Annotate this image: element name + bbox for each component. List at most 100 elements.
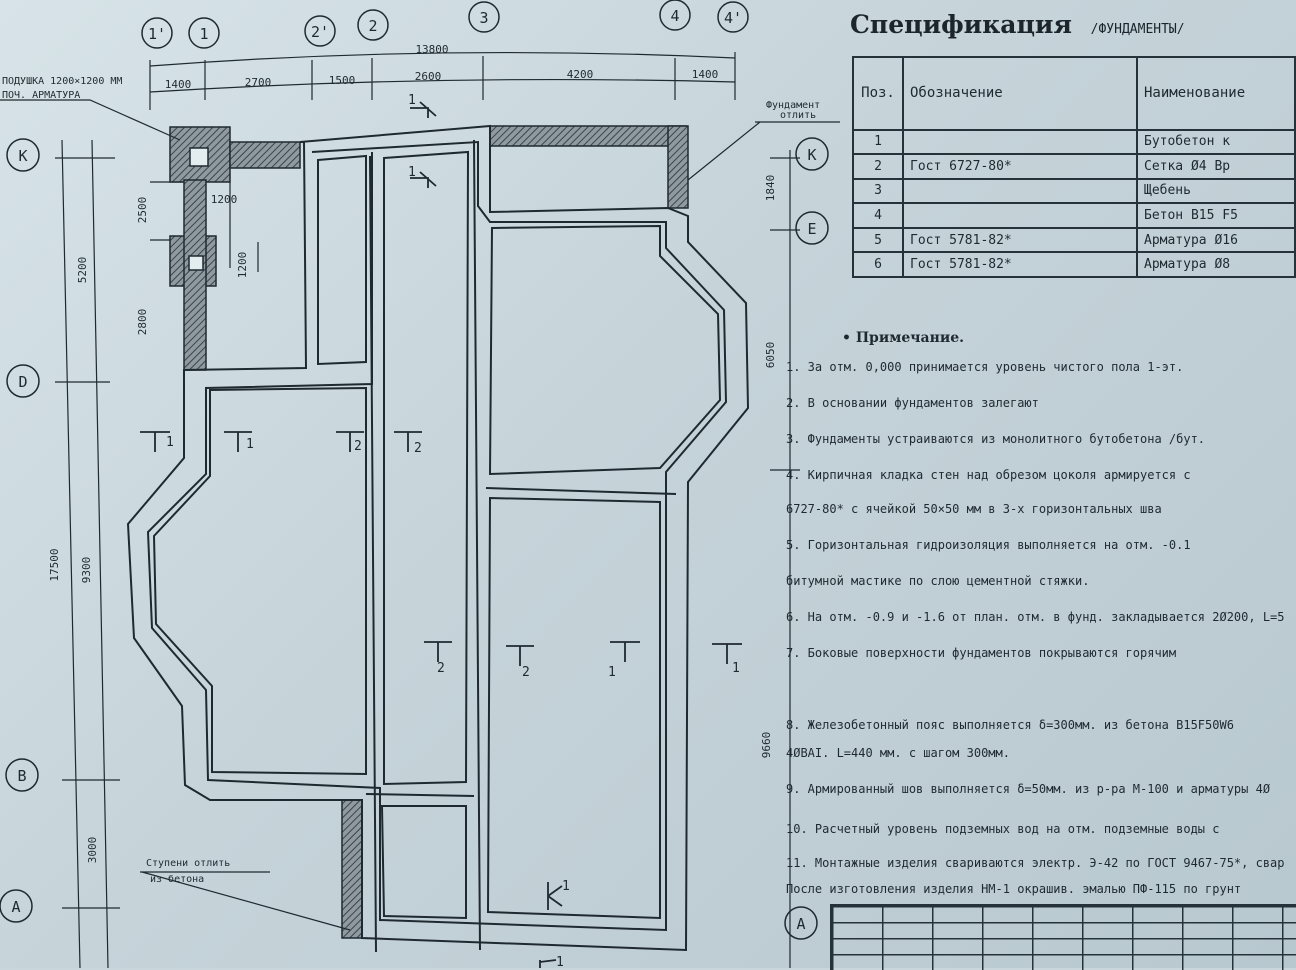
section-mark-1e: 1 (608, 665, 616, 680)
spec-code (902, 128, 1138, 156)
axis-right-K: К (807, 146, 816, 164)
steps-note-line2: из бетона (150, 873, 204, 885)
spec-code: Гост 6727-80* (902, 153, 1138, 180)
title-block-grid (830, 904, 1296, 970)
section-mark-1b: 1 (408, 165, 416, 180)
note-line: 7. Боковые поверхности фундаментов покры… (786, 646, 1177, 660)
dim-left-seg-2: 9300 (80, 557, 93, 584)
axis-top-1: 1 (199, 25, 208, 43)
section-mark-2c: 2 (437, 661, 445, 676)
note-line: После изготовления изделия НМ-1 окрашив.… (786, 882, 1242, 896)
left-axis-markers (0, 137, 829, 940)
pad-note-line1: ПОДУШКА 1200×1200 ММ (2, 76, 122, 87)
pad-note-line2: ПОЧ. АРМАТУРА (2, 90, 80, 101)
spec-pos: 1 (852, 128, 904, 156)
notes-title: • Примечание. (842, 330, 965, 346)
section-cuts (140, 101, 742, 968)
section-mark-1f: 1 (732, 661, 740, 676)
spec-name: Бетон В15 F5 (1136, 202, 1296, 229)
foundation-note-line2: отлить (780, 110, 816, 121)
top-axis-markers (141, 0, 749, 49)
spec-name: Арматура Ø8 (1136, 251, 1296, 278)
spec-header-pos: Поз. (852, 56, 904, 131)
hatched-foundations (169, 125, 689, 939)
dim-top-seg-6: 1400 (692, 68, 719, 81)
axis-top-4: 4 (670, 7, 679, 25)
axis-top-1p: 1' (148, 25, 166, 43)
note-line: 3. Фундаменты устраиваются из монолитног… (786, 432, 1206, 446)
section-mark-1h: 1 (556, 955, 564, 968)
section-mark-1a: 1 (408, 93, 416, 108)
spec-pos: 4 (852, 202, 904, 229)
axis-left-D: D (18, 373, 27, 391)
spec-pos: 5 (852, 226, 904, 254)
foundation-note-line1: Фундамент (766, 100, 820, 111)
spec-title: Спецификация /ФУНДАМЕНТЫ/ (850, 10, 1185, 39)
foundation-walls (126, 124, 750, 953)
spec-subtitle: /ФУНДАМЕНТЫ/ (1090, 22, 1185, 37)
table-row: 4 Бетон В15 F5 (852, 202, 1296, 229)
spec-code (902, 202, 1138, 229)
spec-name: Арматура Ø16 (1136, 226, 1296, 254)
dim-top-seg-4: 2600 (415, 70, 442, 83)
dim-inner-2800: 2800 (136, 309, 149, 336)
note-line: 5. Горизонтальная гидроизоляция выполняе… (786, 538, 1191, 552)
spec-name: Щебень (1136, 177, 1296, 205)
dim-top-seg-5: 4200 (567, 68, 594, 81)
steps-note-line1: Ступени отлить (146, 858, 230, 869)
section-mark-2a: 2 (354, 439, 362, 454)
spec-name: Бутобетон к (1136, 128, 1296, 156)
note-line: 9. Армированный шов выполняется δ=50мм. … (786, 782, 1271, 796)
axis-left-A: A (11, 898, 20, 916)
section-mark-1g: 1 (562, 879, 570, 894)
section-mark-1d: 1 (246, 437, 254, 452)
dim-right-1840: 1840 (764, 175, 777, 202)
spec-header-code: Обозначение (902, 56, 1138, 131)
dim-left-overall: 17500 (48, 548, 61, 581)
axis-top-4p: 4' (724, 9, 742, 27)
dimension-lines (55, 51, 800, 968)
spec-code (902, 177, 1138, 205)
spec-title-text: Спецификация (850, 10, 1072, 39)
axis-top-3: 3 (479, 9, 488, 27)
leader-lines (0, 99, 840, 931)
note-line: 6. На отм. -0.9 и -1.6 от план. отм. в ф… (786, 610, 1285, 624)
dim-top-seg-1: 1400 (165, 78, 192, 91)
note-line: 4ØВАI. L=440 мм. с шагом 300мм. (786, 746, 1010, 760)
dim-right-9660: 9660 (760, 732, 773, 759)
axis-top-2: 2 (368, 17, 377, 35)
spec-pos: 3 (852, 177, 904, 205)
spec-header-row: Поз. Обозначение Наименование (852, 56, 1296, 131)
table-row: 6 Гост 5781-82* Арматура Ø8 (852, 251, 1296, 278)
dim-pad-height: 1200 (236, 252, 249, 279)
dim-pad-width: 1200 (211, 193, 238, 206)
axis-top-2p: 2' (311, 23, 329, 41)
dim-top-seg-2: 2700 (245, 76, 272, 89)
table-row: 3 Щебень (852, 177, 1296, 205)
note-line: битумной мастике по слою цементной стяжк… (786, 574, 1090, 588)
spec-pos: 6 (852, 251, 904, 278)
spec-table: Поз. Обозначение Наименование 1 Бутобето… (852, 56, 1296, 278)
dim-left-seg-1: 5200 (76, 257, 89, 284)
section-mark-1c: 1 (166, 435, 174, 450)
note-line: 1. За отм. 0,000 принимается уровень чис… (786, 360, 1184, 374)
dim-inner-2500: 2500 (136, 197, 149, 224)
axis-left-B: B (17, 767, 26, 785)
note-line: 10. Расчетный уровень подземных вод на о… (786, 822, 1220, 836)
note-line: 8. Железобетонный пояс выполняется δ=300… (786, 718, 1234, 732)
spec-code: Гост 5781-82* (902, 251, 1138, 278)
table-row: 5 Гост 5781-82* Арматура Ø16 (852, 226, 1296, 254)
axis-left-K: К (18, 147, 27, 165)
note-line: 4. Кирпичная кладка стен над обрезом цок… (786, 468, 1191, 482)
table-row: 2 Гост 6727-80* Сетка Ø4 Вр (852, 153, 1296, 180)
note-line: 11. Монтажные изделия свариваются электр… (786, 856, 1285, 870)
note-line: 2. В основании фундаментов залегают (786, 396, 1039, 410)
dim-right-6050: 6050 (764, 342, 777, 369)
axis-right-A: A (796, 915, 805, 933)
dim-top-seg-3: 1500 (329, 74, 356, 87)
spec-header-name: Наименование (1136, 56, 1296, 131)
section-mark-2d: 2 (522, 665, 530, 680)
table-row: 1 Бутобетон к (852, 128, 1296, 156)
spec-code: Гост 5781-82* (902, 226, 1138, 254)
